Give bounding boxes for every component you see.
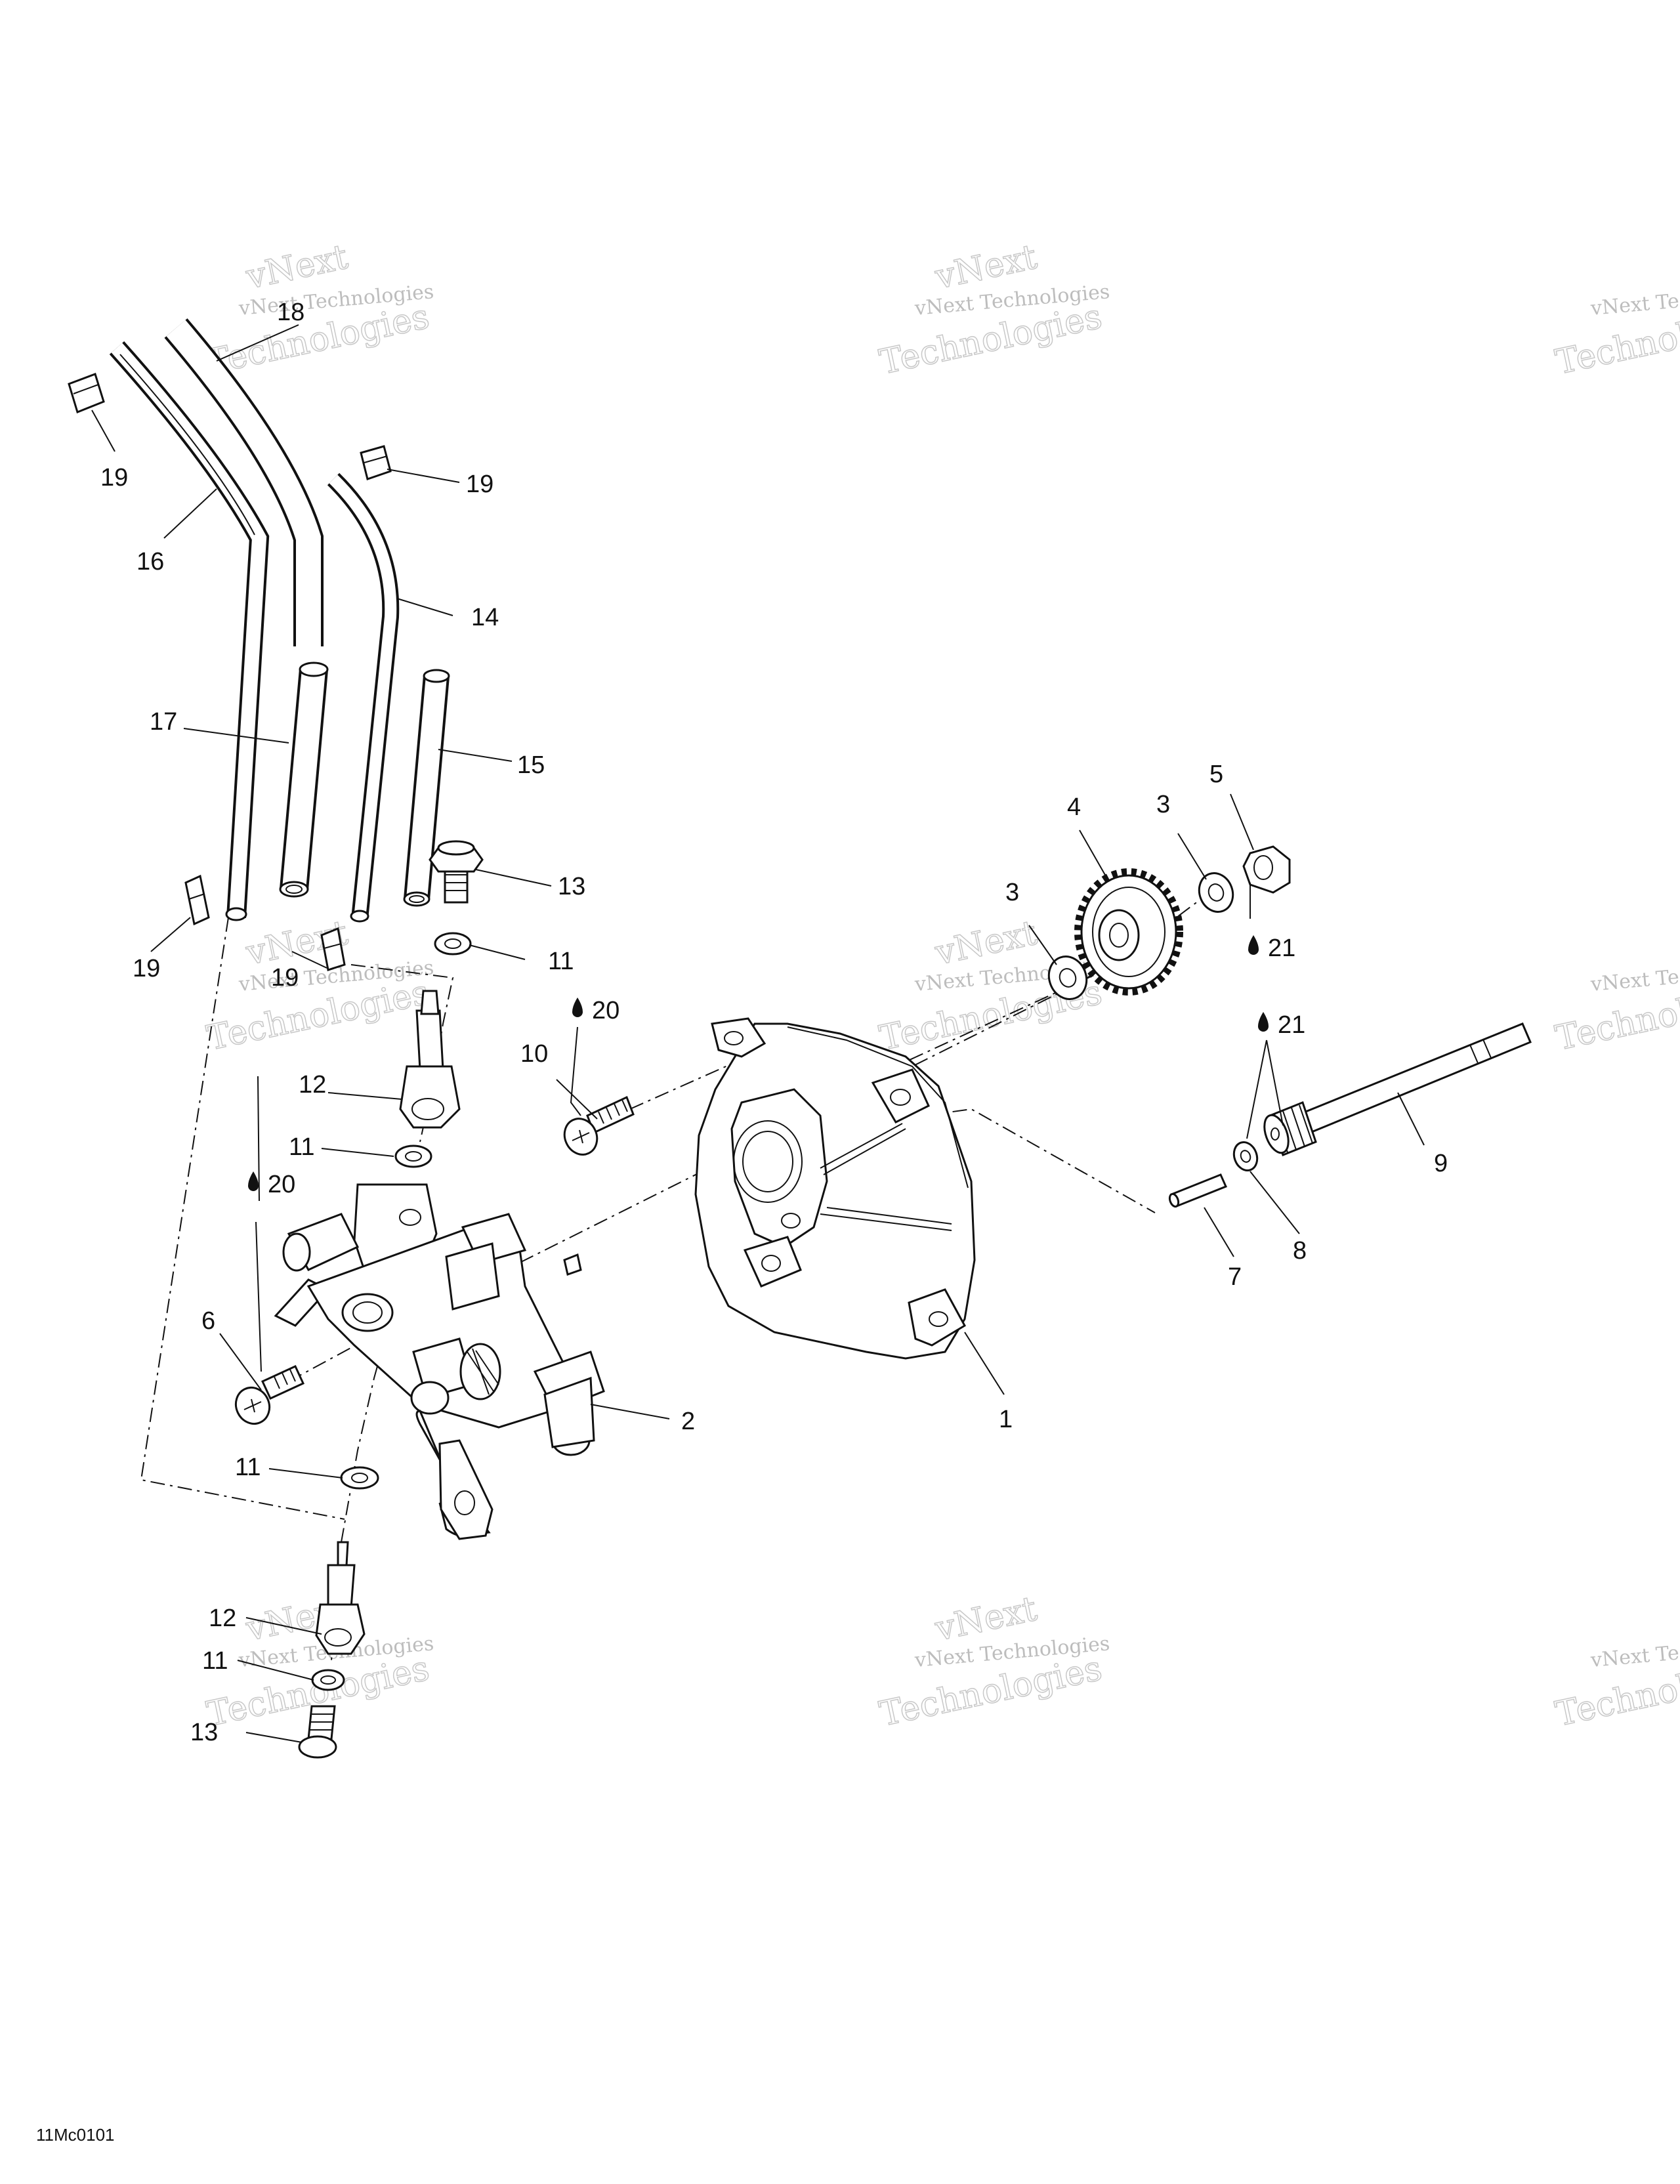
watermark-mid-right: vNext Technologies Technologies	[1551, 956, 1680, 1059]
callout-1: 1	[999, 1406, 1013, 1433]
oil-drop-icons	[248, 935, 1269, 1191]
callout-12: 12	[209, 1605, 236, 1632]
leader-lines	[91, 324, 1425, 1743]
callout-3: 3	[1156, 791, 1170, 818]
pump-housing	[694, 1017, 976, 1360]
banjo-bolt-13-bottom	[298, 1705, 337, 1759]
callout-10: 10	[520, 1040, 548, 1068]
watermark-top-left: vNext vNext Technologies Technologies	[203, 237, 434, 383]
watermarks: vNext vNext Technologies Technologies vN…	[203, 237, 1680, 1735]
hose-16-end	[225, 907, 247, 921]
hose-18	[164, 318, 324, 646]
washer-11-upper-mid	[394, 1144, 432, 1168]
washer-3-right	[1198, 872, 1234, 913]
hose-15-bore	[409, 895, 425, 903]
callout-16: 16	[136, 548, 164, 576]
callout-11: 11	[235, 1454, 261, 1481]
washer-11-lower	[311, 1669, 345, 1691]
hose-16	[109, 341, 270, 921]
hose-15-bottom	[403, 891, 430, 907]
callout-17: 17	[150, 708, 177, 736]
callout-6: 6	[201, 1307, 215, 1335]
callout-7: 7	[1228, 1263, 1242, 1291]
callout-11: 11	[548, 948, 574, 975]
hose-17	[279, 662, 329, 898]
dashline-screw-10	[629, 1056, 749, 1110]
oil-drop-icon	[1258, 1012, 1269, 1032]
callout-11: 11	[289, 1133, 314, 1161]
hose-15	[403, 669, 450, 907]
clamp-19-bottom-mid	[320, 927, 346, 971]
dashline-pin	[925, 1108, 1156, 1213]
callout-12: 12	[299, 1071, 326, 1099]
callout-21: 21	[1268, 934, 1295, 962]
banjo-fitting-12-lower	[315, 1541, 366, 1655]
clamp-19-bottom-left	[184, 874, 210, 926]
oil-pump	[274, 1183, 605, 1540]
callout-11: 11	[202, 1647, 228, 1675]
screw-6	[234, 1365, 304, 1425]
watermark-text: vNext Technologies	[1589, 1632, 1680, 1672]
callout-19: 19	[271, 964, 299, 992]
banjo-fitting-12-upper	[399, 990, 461, 1129]
callout-3: 3	[1005, 879, 1019, 906]
clamp-19-top-right	[360, 445, 392, 480]
pin-7	[1168, 1173, 1228, 1208]
callout-20: 20	[268, 1171, 295, 1198]
dashline-bottom-fitting	[331, 1259, 408, 1661]
washer-8	[1232, 1141, 1259, 1171]
callouts: 1 2 3 3 4 5 6 7 8 9 10 11 11 11 11 12 12…	[100, 299, 1448, 1746]
callout-4: 4	[1067, 793, 1081, 821]
washer-11-lower-mid	[340, 1466, 379, 1490]
callout-13: 13	[190, 1719, 218, 1746]
callout-5: 5	[1209, 761, 1223, 788]
washer-11-top	[434, 932, 472, 956]
hose-14	[327, 472, 400, 923]
clamp-19-top-left	[68, 373, 105, 414]
callout-19: 19	[133, 955, 160, 982]
gear-4	[1074, 868, 1183, 996]
oil-drop-icon	[572, 998, 583, 1017]
callout-21: 21	[1278, 1011, 1305, 1039]
callout-19: 19	[100, 464, 128, 492]
hose-17-bottom	[279, 881, 309, 898]
hose-17-top	[299, 662, 329, 677]
watermark-text: vNext Technologies	[1589, 956, 1680, 996]
callout-18: 18	[277, 299, 304, 326]
oil-drop-icon	[248, 1171, 259, 1191]
callout-14: 14	[471, 604, 499, 631]
callout-13: 13	[558, 873, 585, 900]
banjo-bolt-13-top	[429, 840, 484, 904]
watermark-text: vNext Technologies	[1589, 280, 1680, 320]
watermark-top-center: vNext vNext Technologies Technologies	[875, 237, 1110, 383]
oil-drop-icon	[1248, 935, 1259, 955]
callout-20: 20	[592, 997, 620, 1024]
screw-10	[563, 1095, 635, 1156]
callout-9: 9	[1434, 1150, 1448, 1177]
drawing-code: 11Mc0101	[36, 2125, 115, 2145]
nut-5	[1242, 845, 1291, 894]
pump-shaft-9	[1263, 1022, 1532, 1156]
callout-15: 15	[517, 751, 545, 779]
callout-2: 2	[681, 1408, 695, 1435]
watermark-mid-left: vNext vNext Technologies Technologies	[203, 913, 434, 1059]
callout-8: 8	[1293, 1237, 1307, 1265]
callout-19: 19	[466, 471, 494, 498]
hose-17-bore	[285, 885, 303, 894]
washer-3-left	[1047, 956, 1088, 1000]
watermark-bottom-right: vNext Technologies Technologies	[1551, 1632, 1680, 1734]
hose-14-end	[350, 910, 369, 923]
watermark-top-right: vNext Technologies Technologies	[1551, 280, 1680, 383]
watermark-bottom-center: vNext vNext Technologies Technologies	[875, 1589, 1110, 1735]
hose-15-top	[423, 669, 450, 683]
